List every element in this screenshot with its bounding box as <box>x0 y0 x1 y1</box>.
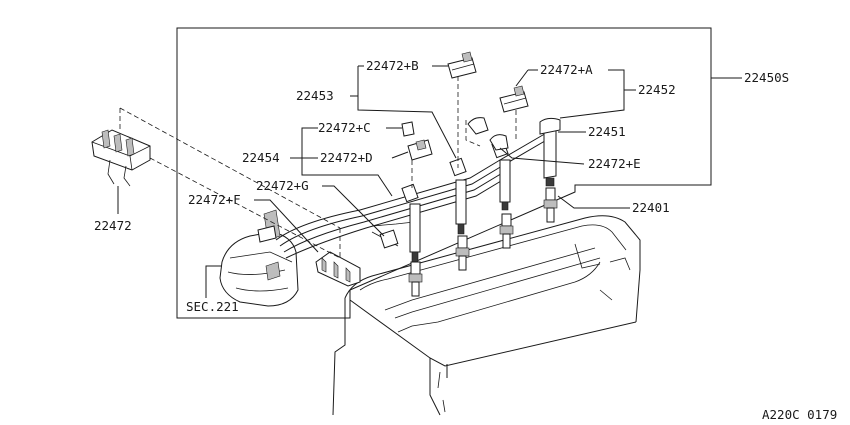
label-22472-f: 22472+F <box>188 192 241 207</box>
clip-22472-e <box>467 117 509 151</box>
label-22472-b: 22472+B <box>366 58 419 73</box>
plug-boots <box>409 117 561 263</box>
spark-plugs <box>408 187 558 297</box>
label-22472-a: 22472+A <box>540 62 593 77</box>
label-22401: 22401 <box>632 200 670 215</box>
assembly-box <box>176 27 712 319</box>
diagram-code: A220C 0179 <box>762 407 837 422</box>
label-22450S: 22450S <box>744 70 789 85</box>
label-22472-g: 22472+G <box>256 178 309 193</box>
wire-clip-f <box>315 251 361 287</box>
harness-clamps <box>379 139 509 249</box>
label-22454: 22454 <box>242 150 280 165</box>
clip-22472-a <box>499 85 529 113</box>
label-22452: 22452 <box>638 82 676 97</box>
leader-lines <box>117 65 742 298</box>
label-22472-d: 22472+D <box>320 150 373 165</box>
engine-block <box>332 215 641 416</box>
label-22451: 22451 <box>588 124 626 139</box>
clip-22472-d <box>407 139 433 161</box>
label-22472-e: 22472+E <box>588 156 641 171</box>
label-22472: 22472 <box>94 218 132 233</box>
distributor <box>219 209 299 307</box>
label-22453: 22453 <box>296 88 334 103</box>
label-sec221: SEC.221 <box>186 299 239 314</box>
clip-22472-b <box>447 51 477 79</box>
clip-22472-loose <box>91 129 151 187</box>
clip-22472-c <box>401 121 415 137</box>
label-22472-c: 22472+C <box>318 120 371 135</box>
